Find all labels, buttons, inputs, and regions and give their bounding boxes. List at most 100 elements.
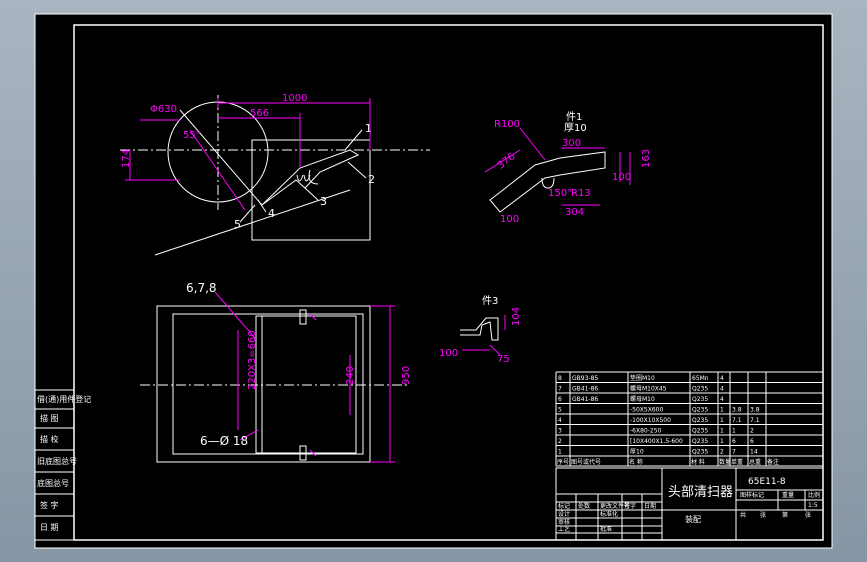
tb-label-9: 批准 [600, 525, 612, 533]
tb-label-5: 设计 [558, 510, 570, 518]
bom-cell-material: Q235 [692, 417, 708, 424]
tb-company: 装配 [685, 514, 701, 524]
bom-cell-qty: 4 [720, 386, 724, 393]
part1-outline [489, 151, 606, 213]
main-view: 1 2 3 4 5 [120, 95, 430, 256]
bom-cell-no: 1 [558, 449, 562, 456]
bom-cell-no: 6 [558, 396, 562, 403]
bom-cell-w1: 3.8 [732, 407, 742, 414]
dim-100-a: 100 [500, 214, 519, 225]
bom-header-cell: 备注 [767, 458, 779, 466]
dim-phi630: Φ630 [150, 104, 177, 115]
bom-cell-material: 65Mn [692, 375, 709, 382]
strip-6: 日 期 [40, 523, 59, 532]
tb-sub-0: 图样标记 [740, 491, 764, 499]
dim-174: 174 [121, 149, 132, 168]
plan-callout-678: 6,7,8 [186, 281, 217, 295]
tb-sheet-3: 张 [805, 511, 811, 519]
bom-cell-name: 螺母M10X45 [630, 385, 667, 393]
dim-100-b: 100 [612, 172, 631, 183]
bom-header-cell: 序号 [557, 458, 569, 466]
bom-header-cell: 数量 [719, 458, 731, 466]
bom-cell-w2: 14 [750, 449, 758, 456]
bom-cell-qty: 1 [720, 417, 724, 424]
bom-cell-no: 7 [558, 386, 562, 393]
sheet-background [34, 13, 833, 549]
dim-75: 75 [497, 354, 510, 365]
bom-cell-w2: 2 [750, 428, 754, 435]
bom-cell-code: GB93-85 [572, 375, 598, 382]
bom-cell-name: -100X10X500 [630, 417, 671, 424]
tb-label-3: 签字 [624, 502, 636, 510]
belt-line [154, 189, 351, 256]
bom-cell-w1: 7.1 [732, 417, 742, 424]
strip-4: 底图总号 [37, 478, 69, 488]
tb-label-4: 日期 [644, 502, 656, 510]
balloon-5: 5 [234, 218, 241, 231]
strip-5: 签 字 [40, 500, 59, 510]
bom-cell-qty: 1 [720, 438, 724, 445]
part3-label: 件3 [482, 295, 498, 307]
plan-dims [214, 291, 395, 463]
frame-box [251, 139, 371, 241]
bom-cell-material: Q235 [692, 449, 708, 456]
bom-cell-qty: 4 [720, 396, 724, 403]
balloon-4: 4 [268, 207, 275, 220]
bom-cell-material: Q235 [692, 407, 708, 414]
balloon-2: 2 [368, 173, 375, 186]
bom-cell-w2: 7.1 [750, 417, 760, 424]
dim-r13: R13 [571, 188, 591, 199]
bom-cell-material: Q235 [692, 396, 708, 403]
tb-sheet-1: 张 [760, 511, 766, 519]
bom-cell-w2: 3.8 [750, 407, 760, 414]
bom-cell-name: 厚10 [630, 449, 644, 456]
bom-cell-no: 8 [558, 375, 562, 382]
balloon-3: 3 [320, 195, 327, 208]
tb-sub-1: 重量 [782, 491, 794, 499]
strip-1: 描 图 [40, 413, 59, 423]
tb-scale: 1:5 [808, 502, 818, 509]
bom-cell-no: 5 [558, 407, 562, 414]
bom-cell-qty: 1 [720, 428, 724, 435]
part3-dims [462, 315, 506, 356]
bom-header-cell: 单重 [731, 458, 743, 466]
dim-300: 300 [562, 138, 581, 149]
bom-cell-no: 4 [558, 417, 562, 424]
bom-header-cell: 图号或代号 [571, 458, 601, 466]
dim-1000: 1000 [282, 93, 307, 104]
bom-cell-qty: 1 [720, 407, 724, 414]
bom-cell-name: 垫圈M10 [630, 374, 655, 382]
tb-label-6: 标准化 [600, 510, 618, 518]
strip-0: 借(通)用件登记 [37, 394, 91, 404]
dim-r100: R100 [494, 119, 520, 130]
dim-163: 163 [641, 149, 652, 168]
dim-104: 104 [511, 307, 522, 326]
bom-cell-w1: 6 [732, 438, 736, 445]
bom-cell-name: -6X80-250 [630, 428, 662, 435]
title-block [555, 467, 824, 541]
balloon-1: 1 [365, 122, 372, 135]
bom-cell-qty: 4 [720, 375, 724, 382]
bom-cell-name: [10X400X1.5-600 [630, 438, 683, 445]
bom-cell-name: -50X5X600 [630, 407, 663, 414]
bom-header-cell: 总重 [749, 458, 761, 466]
bom-cell-material: Q235 [692, 438, 708, 445]
bom-cell-material: Q235 [692, 386, 708, 393]
dim-150deg: 150° [548, 188, 572, 199]
part1-view [489, 151, 606, 213]
bom-cell-qty: 2 [720, 449, 724, 456]
scraper-arm [261, 149, 360, 206]
tb-label-7: 审核 [558, 518, 570, 526]
tb-sheet-0: 共 [740, 511, 746, 519]
part3-view [460, 317, 499, 341]
strip-2: 描 校 [40, 434, 59, 444]
dim-304: 304 [565, 207, 584, 218]
dim-holes: 6—Ø 18 [200, 434, 248, 448]
bom-cell-w1: 7 [732, 449, 736, 456]
dim-55deg: 55° [183, 130, 201, 141]
tb-label-2: 更改文件号 [600, 502, 630, 510]
dim-566: 566 [250, 108, 269, 119]
